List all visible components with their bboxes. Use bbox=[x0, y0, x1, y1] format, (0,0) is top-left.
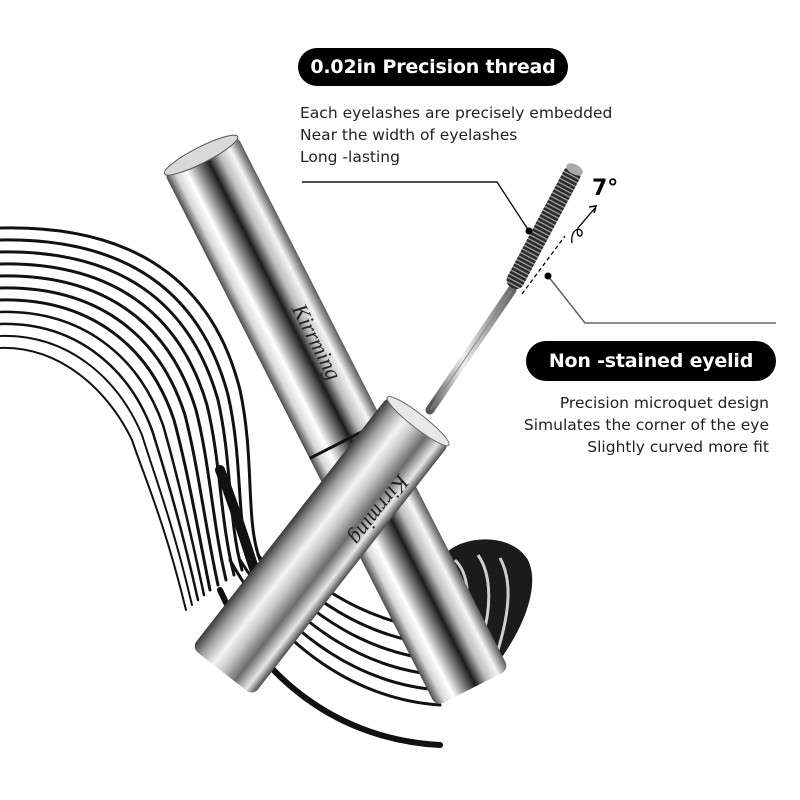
feature-line: Near the width of eyelashes bbox=[300, 126, 518, 144]
feature-description-non-stained-eyelid: Precision microquet design Simulates the… bbox=[524, 392, 769, 458]
mascara-brush bbox=[506, 163, 583, 290]
mascara-tube: Kirrming bbox=[163, 134, 507, 704]
feature-line: Long -lasting bbox=[300, 148, 400, 166]
angle-indicator bbox=[521, 205, 598, 295]
feature-line: Slightly curved more fit bbox=[587, 438, 769, 456]
feature-badge-precision-thread: 0.02in Precision thread bbox=[298, 48, 568, 86]
feature-badge-non-stained-eyelid: Non -stained eyelid bbox=[526, 341, 776, 381]
feature-line: Simulates the corner of the eye bbox=[523, 416, 769, 434]
angle-label: 7° bbox=[592, 176, 619, 201]
feature-line: Each eyelashes are precisely embedded bbox=[300, 104, 613, 122]
leader-line-eyelid bbox=[544, 272, 776, 324]
mascara-wand bbox=[425, 285, 517, 415]
feature-line: Precision microquet design bbox=[559, 394, 769, 412]
leader-line-thread bbox=[302, 181, 533, 235]
feature-description-precision-thread: Each eyelashes are precisely embedded Ne… bbox=[300, 102, 612, 168]
